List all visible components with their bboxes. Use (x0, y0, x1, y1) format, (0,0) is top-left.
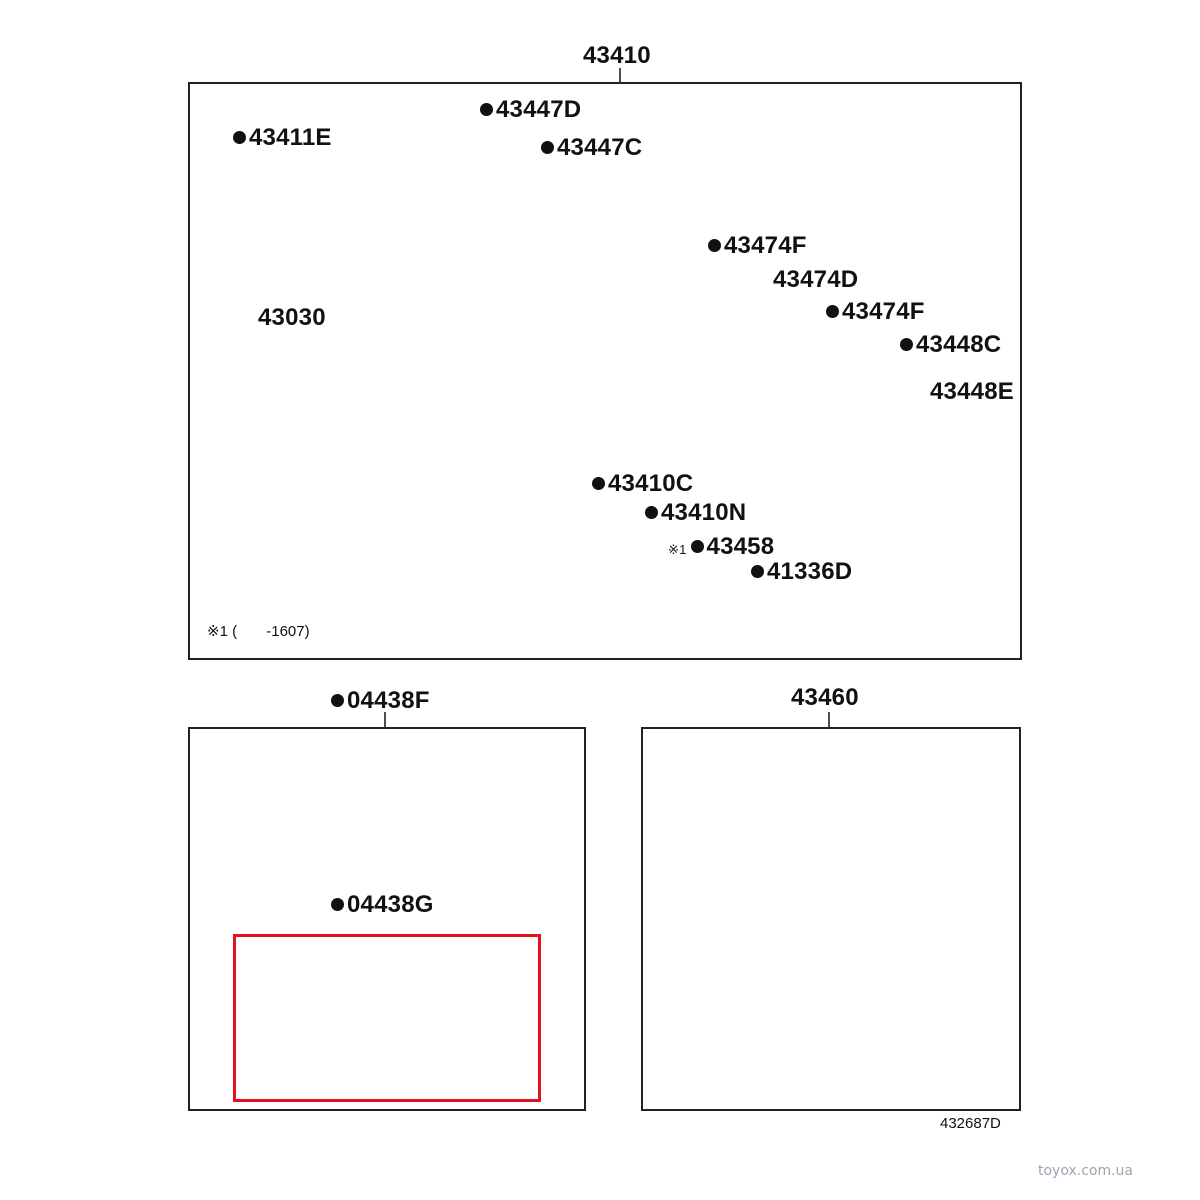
highlight-box-04438g (233, 934, 541, 1102)
part-label-43410c: 43410C (592, 470, 693, 498)
dot-marker-icon (331, 694, 344, 707)
part-label-41336d: 41336D (751, 558, 852, 586)
part-label-43474d: 43474D (773, 266, 859, 293)
note-mark: ※1 (668, 542, 687, 557)
part-label-43410n: 43410N (645, 499, 746, 527)
dot-marker-icon (900, 338, 913, 351)
dot-marker-icon (708, 239, 721, 252)
dot-marker-icon (480, 103, 493, 116)
reference-code: 432687D (940, 1115, 1001, 1132)
main-assembly-panel (188, 82, 1022, 660)
dot-marker-icon (331, 898, 344, 911)
part-label-43448e: 43448E (930, 378, 1014, 405)
dot-marker-icon (233, 131, 246, 144)
dot-marker-icon (826, 305, 839, 318)
label-43410: 43410 (583, 42, 651, 69)
part-label-43411e: 43411E (233, 124, 332, 152)
dot-marker-icon (592, 477, 605, 490)
dot-marker-icon (645, 506, 658, 519)
dot-marker-icon (690, 540, 704, 553)
part-label-43030: 43030 (258, 304, 326, 331)
label-43460: 43460 (791, 684, 859, 711)
part-label-43474f-b: 43474F (826, 298, 925, 326)
dot-marker-icon (751, 565, 764, 578)
label-04438g: 04438G (331, 891, 434, 919)
label-04438f: 04438F (331, 687, 430, 715)
footnote: ※1 ( -1607) (207, 623, 310, 640)
part-label-43447d: 43447D (480, 96, 581, 124)
part-label-43474f-a: 43474F (708, 232, 807, 260)
watermark-text: toyox.com.ua (1038, 1163, 1134, 1179)
boot-kit-panel (188, 727, 586, 1111)
part-label-43448c: 43448C (900, 331, 1001, 359)
dot-marker-icon (541, 141, 554, 154)
rh-shaft-panel (641, 727, 1021, 1111)
part-label-43447c: 43447C (541, 134, 642, 162)
